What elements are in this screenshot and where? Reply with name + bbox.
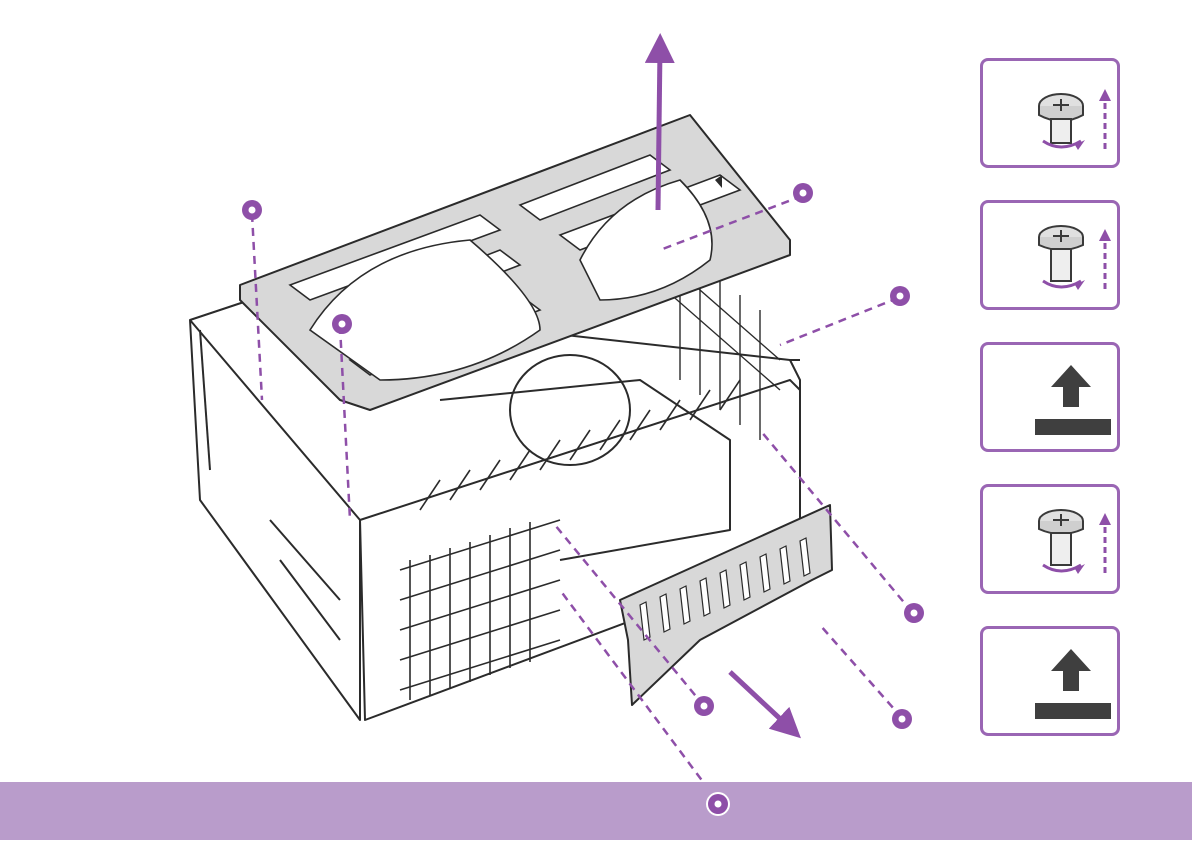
screw-marker-4	[890, 286, 910, 306]
remove-side-panel-arrow	[730, 672, 790, 728]
screw-unscrew-icon	[983, 203, 1123, 313]
footer-bar	[0, 782, 1192, 840]
screw-unscrew-icon	[983, 61, 1123, 171]
screw-marker-6	[694, 696, 714, 716]
screw-marker-1	[242, 200, 262, 220]
step-card-3	[980, 342, 1120, 452]
top-bracket-panel	[240, 115, 790, 410]
step-card-1	[980, 58, 1120, 168]
step-card-4	[980, 484, 1120, 594]
screw-marker-2	[332, 314, 352, 334]
footer-screw-marker	[0, 782, 1192, 840]
screw-unscrew-icon	[983, 487, 1123, 597]
step-card-2	[980, 200, 1120, 310]
screw-marker-5	[904, 603, 924, 623]
screw-marker-3	[793, 183, 813, 203]
step-card-5	[980, 626, 1120, 736]
lift-up-icon	[983, 345, 1123, 455]
lift-up-icon	[983, 629, 1123, 739]
screw-marker-7	[892, 709, 912, 729]
remove-top-bracket-arrow	[658, 48, 660, 210]
